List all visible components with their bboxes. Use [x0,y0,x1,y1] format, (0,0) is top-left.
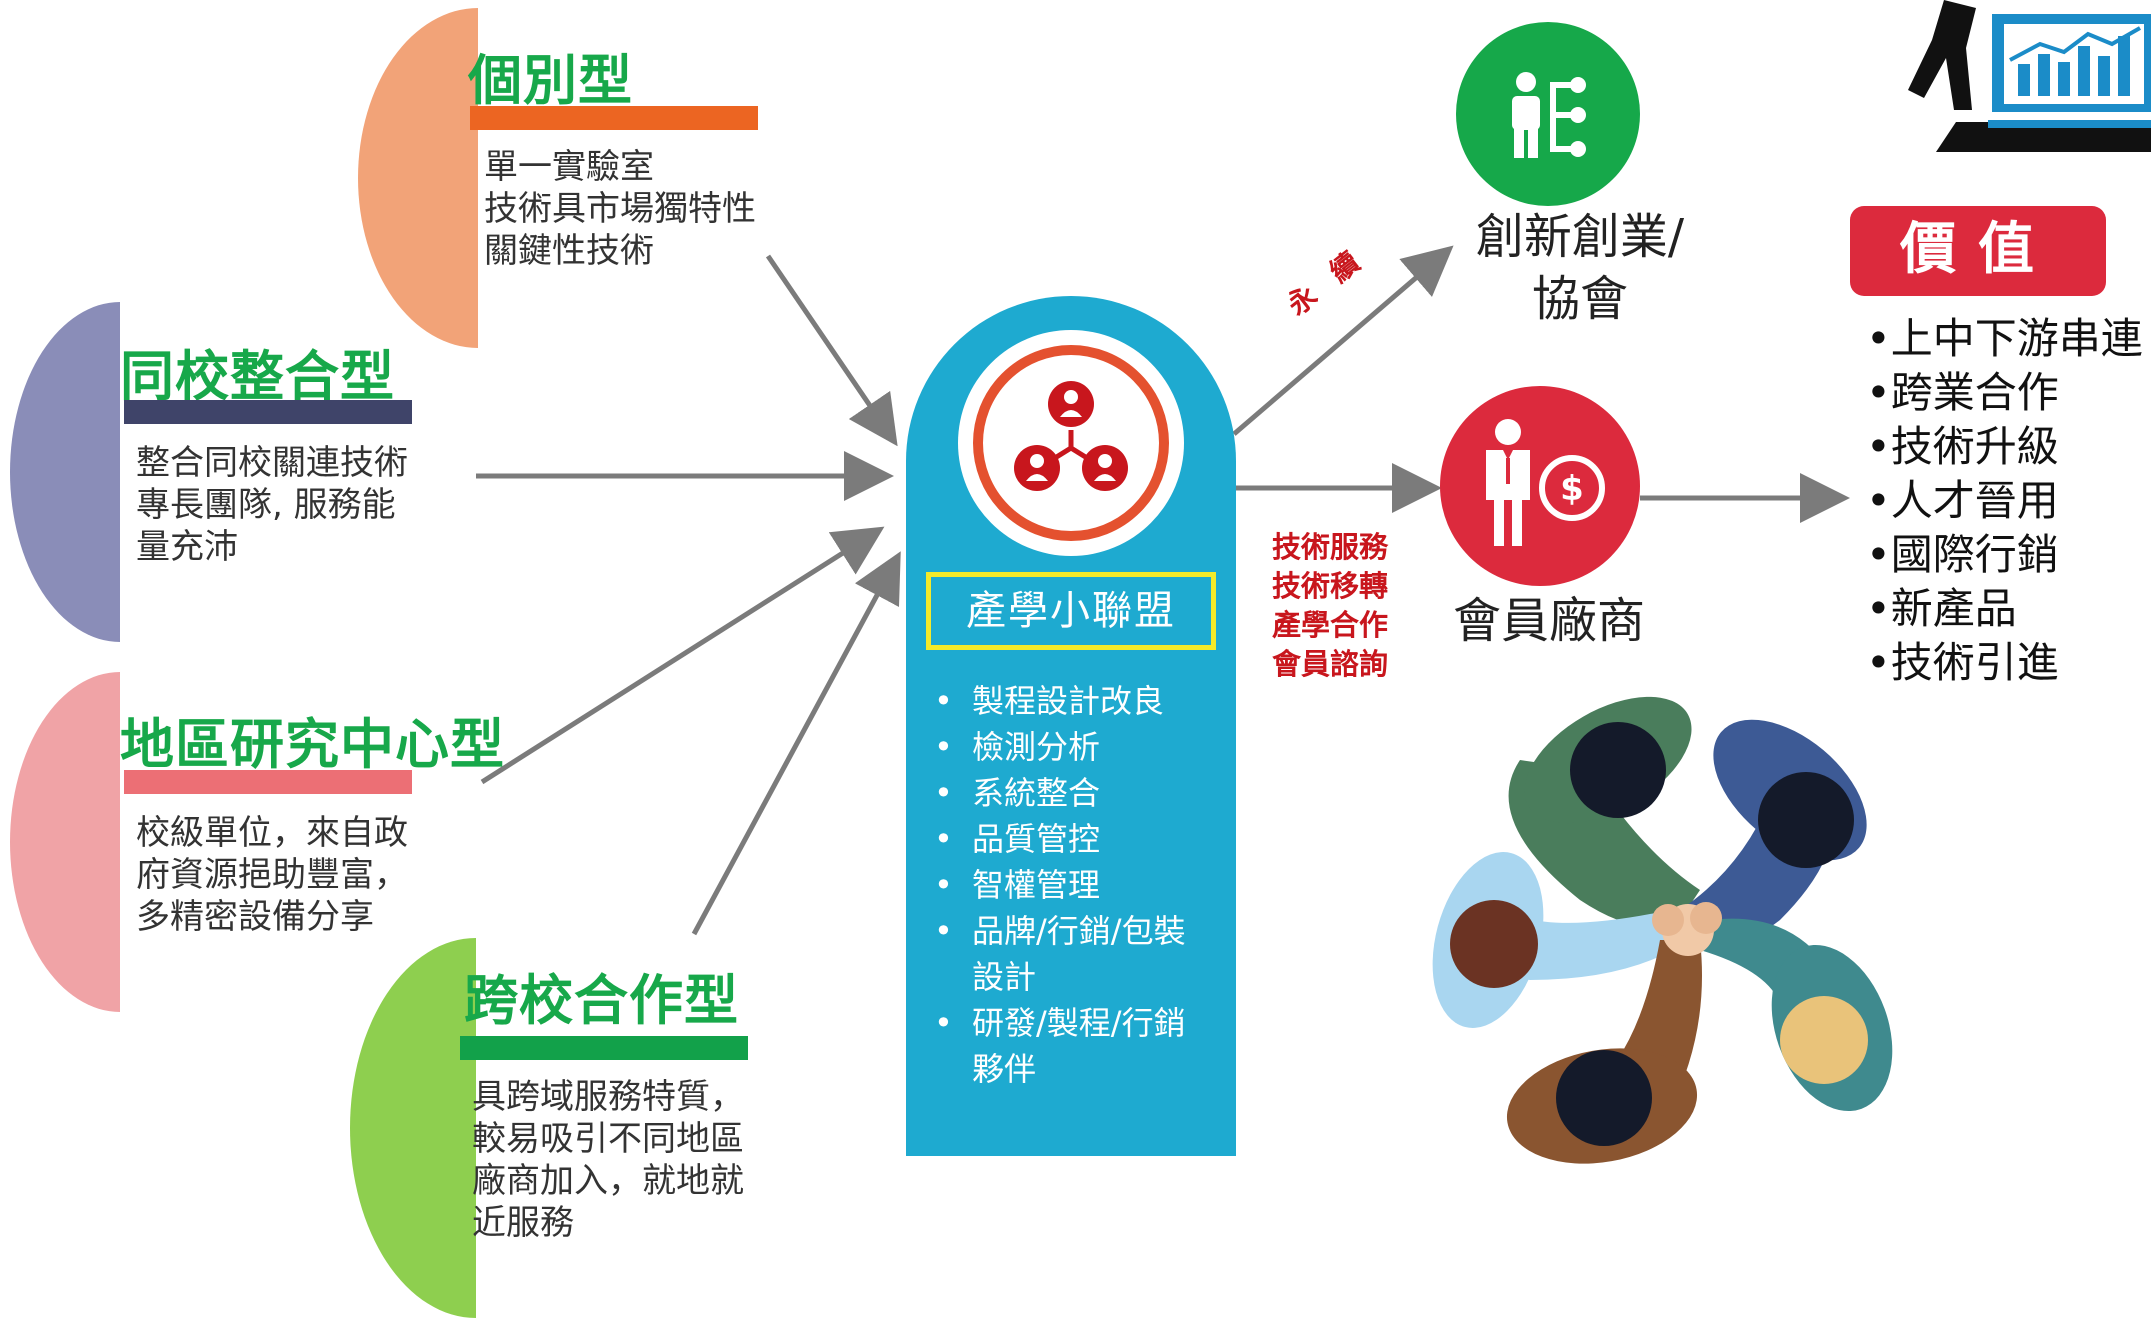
desc-line: 校級單位，來自政 [136,813,408,853]
individual-title: 個別型 [468,49,633,112]
cross-school-title: 跨校合作型 [464,969,739,1032]
channel-label: 會員諮詢 [1272,647,1389,681]
desc-line: 整合同校關連技術 [136,443,408,483]
desc-line: 技術具市場獨特性 [484,189,756,229]
channel-label: 技術移轉 [1272,569,1389,603]
alliance-icon-circle [958,330,1184,556]
desc-line: 量充沛 [136,527,238,567]
service-item: 智權管理 [934,862,1234,908]
value-badge: 價值 [1850,206,2106,296]
desc-line: 較易吸引不同地區 [472,1119,744,1159]
regional-desc: 校級單位，來自政 府資源挹助豐富， 多精密設備分享 [136,812,408,938]
value-item: •人才晉用 [1866,476,2059,525]
regional-bar [124,770,412,794]
channel-label: 技術服務 [1272,530,1389,564]
value-item: •上中下游串連 [1866,314,2143,363]
regional-title: 地區研究中心型 [120,713,505,776]
service-item: 系統整合 [934,770,1234,816]
individual-bar [470,106,758,130]
desc-line: 廠商加入，就地就 [472,1161,744,1201]
arrow-cross-school [691,551,901,936]
desc-line: 近服務 [472,1203,574,1243]
value-list: •上中下游串連 •跨業合作 •技術升級 •人才晉用 •國際行銷 •新產品 •技術… [1866,312,2143,690]
arrow-regional [480,526,885,785]
arrow-individual [765,254,898,447]
service-item: 品質管控 [934,816,1234,862]
arrow-to-startup [1232,245,1454,436]
startup-label: 創新創業/ 協會 [1475,209,1685,327]
desc-line: 府資源挹助豐富， [136,855,408,895]
member-label: 會員廠商 [1452,593,1645,649]
value-item: •技術引進 [1866,638,2059,687]
desc-line: 單一實驗室 [484,147,654,187]
service-item: 檢測分析 [934,724,1234,770]
cross-school-bar [460,1036,748,1060]
individual-desc: 單一實驗室 技術具市場獨特性 關鍵性技術 [484,146,756,272]
desc-line: 多精密設備分享 [136,897,374,937]
cross-school-desc: 具跨域服務特質， 較易吸引不同地區 廠商加入，就地就 近服務 [472,1076,744,1244]
same-school-bar [124,400,412,424]
arrows-layer [476,245,1850,936]
desc-line: 關鍵性技術 [484,231,654,271]
value-item: •技術升級 [1866,422,2059,471]
value-item: •新產品 [1866,584,2017,633]
value-item: •跨業合作 [1866,368,2059,417]
desc-line: 具跨域服務特質， [472,1077,744,1117]
same-school-desc: 整合同校關連技術 專長團隊, 服務能 量充沛 [136,442,408,568]
service-channel-labels: 技術服務 技術移轉 產學合作 會員諮詢 [1272,528,1388,684]
service-item: 製程設計改良 [934,678,1234,724]
desc-line: 專長團隊, 服務能 [136,485,396,525]
same-school-title: 同校整合型 [120,345,395,408]
value-item: •國際行銷 [1866,530,2059,579]
alliance-title: 產學小聯盟 [926,572,1216,650]
channel-label: 產學合作 [1272,608,1389,642]
